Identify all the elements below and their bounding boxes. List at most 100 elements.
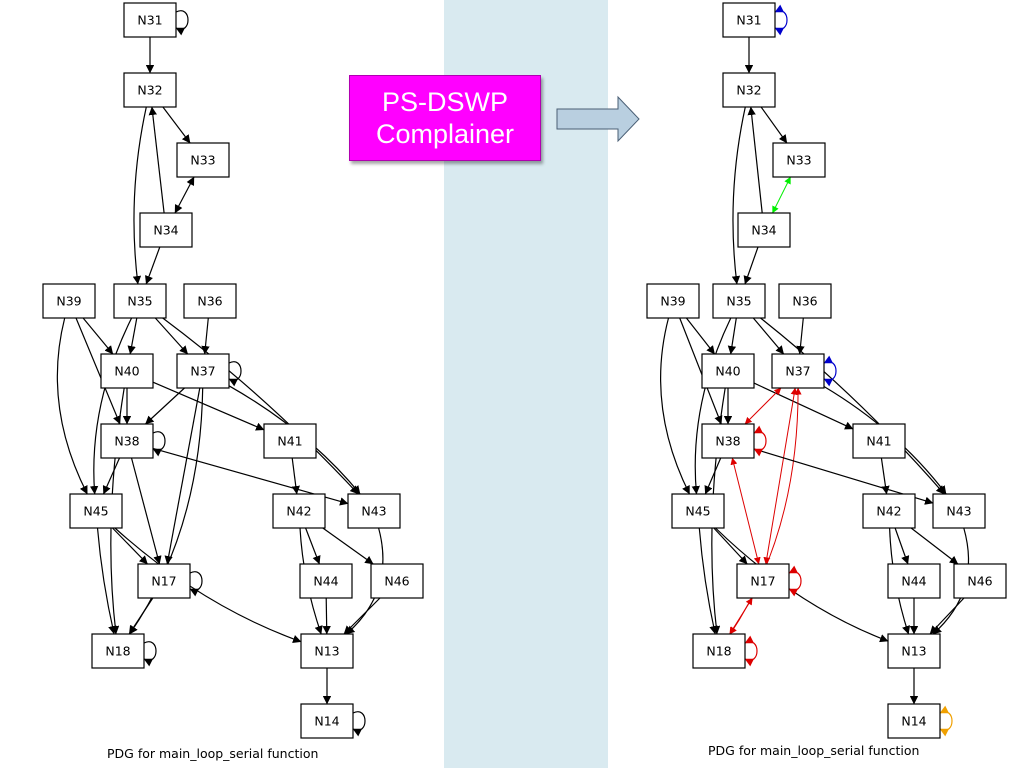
left-edge-n45-n18 <box>96 527 117 635</box>
left-node-n39: N39 <box>42 283 96 319</box>
left-edge-n42-n44 <box>305 527 321 565</box>
right-node-label-n31: N31 <box>736 13 761 28</box>
left-edge-n33-n34 <box>174 176 195 214</box>
right-edge-n35-n40 <box>727 317 737 355</box>
left-edge-n44-n13 <box>322 597 331 635</box>
left-node-label-n32: N32 <box>137 83 162 98</box>
left-edge-n46-n13 <box>343 597 381 635</box>
left-node-box-n44 <box>299 563 353 599</box>
right-node-box-n45 <box>671 493 725 529</box>
right-node-label-n14: N14 <box>901 714 926 729</box>
left-node-label-n44: N44 <box>313 574 338 589</box>
right-node-box-n36 <box>778 283 832 319</box>
right-node-box-n39 <box>646 283 700 319</box>
left-node-label-n46: N46 <box>384 574 409 589</box>
right-node-label-n45: N45 <box>685 504 710 519</box>
caption-right: PDG for main_loop_serial function <box>708 743 920 758</box>
left-edge-n40-n41 <box>152 381 265 431</box>
right-edge-n35-n43 <box>760 317 945 495</box>
right-node-label-n32: N32 <box>736 83 761 98</box>
left-edge-n37-n17 <box>164 387 201 565</box>
left-node-n46: N46 <box>370 563 424 599</box>
left-node-label-n18: N18 <box>105 644 130 659</box>
right-edge-n35-n37 <box>752 317 785 355</box>
right-edge-n39-n45 <box>660 317 691 495</box>
right-node-n33: N33 <box>772 142 826 178</box>
right-node-n42: N42 <box>862 493 916 529</box>
caption-left: PDG for main_loop_serial function <box>107 746 319 761</box>
right-node-label-n13: N13 <box>901 644 926 659</box>
left-edge-n37-n38 <box>145 387 185 425</box>
left-node-label-n14: N14 <box>314 714 339 729</box>
right-node-n36: N36 <box>778 283 832 319</box>
left-node-label-n42: N42 <box>286 504 311 519</box>
right-node-n35: N35 <box>712 283 766 319</box>
left-edge-n35-n45 <box>89 317 133 495</box>
left-node-label-n31: N31 <box>137 13 162 28</box>
left-edge-n35-n40 <box>127 317 138 355</box>
left-node-n17: N17 <box>137 563 191 599</box>
left-node-n31: N31 <box>123 2 177 38</box>
title-line-1: PS-DSWP <box>381 87 508 117</box>
left-node-box-n17 <box>137 563 191 599</box>
right-node-box-n17 <box>736 563 790 599</box>
right-node-box-n38 <box>701 423 755 459</box>
right-node-box-n37 <box>771 353 825 389</box>
right-self-loop-n37 <box>823 355 837 387</box>
right-edge-n37-n38 <box>744 387 782 425</box>
left-node-box-n40 <box>100 353 154 389</box>
left-node-label-n39: N39 <box>56 294 81 309</box>
left-node-label-n13: N13 <box>314 644 339 659</box>
left-edge-n45-n13 <box>114 527 302 643</box>
left-node-box-n38 <box>100 423 154 459</box>
left-node-n42: N42 <box>272 493 326 529</box>
right-edge-n42-n44 <box>894 527 910 565</box>
right-node-box-n31 <box>722 2 776 38</box>
right-edge-n41-n42 <box>880 457 890 495</box>
right-node-label-n39: N39 <box>660 294 685 309</box>
left-edge-n39-n45 <box>56 317 88 495</box>
right-node-label-n34: N34 <box>751 223 776 238</box>
left-edge-n34-n35 <box>145 246 161 285</box>
right-node-n18: N18 <box>692 633 746 669</box>
right-node-n34: N34 <box>737 212 791 248</box>
left-node-box-n33 <box>176 142 230 178</box>
right-node-n32: N32 <box>722 72 776 108</box>
right-node-box-n35 <box>712 283 766 319</box>
ps-dswp-complainer-box: PS-DSWP Complainer <box>349 75 541 161</box>
left-edge-n36-n37 <box>201 317 210 355</box>
left-node-box-n43 <box>347 493 401 529</box>
right-node-label-n38: N38 <box>715 434 740 449</box>
left-node-label-n33: N33 <box>190 153 215 168</box>
left-node-n34: N34 <box>139 212 193 248</box>
right-edge-n32-n35 <box>731 106 746 285</box>
right-node-label-n43: N43 <box>946 504 971 519</box>
right-node-box-n13 <box>887 633 941 669</box>
left-node-n41: N41 <box>263 423 317 459</box>
left-node-label-n34: N34 <box>153 223 178 238</box>
left-node-n37: N37 <box>176 353 230 389</box>
left-node-n18: N18 <box>91 633 145 669</box>
left-node-box-n39 <box>42 283 96 319</box>
right-node-n41: N41 <box>852 423 906 459</box>
left-edge-n38-n45 <box>102 457 121 495</box>
left-node-n35: N35 <box>113 283 167 319</box>
right-node-label-n17: N17 <box>750 574 775 589</box>
left-edge-n39-n38 <box>75 317 121 425</box>
right-edge-n39-n40 <box>685 317 716 355</box>
right-node-n31: N31 <box>722 2 776 38</box>
left-node-label-n45: N45 <box>83 504 108 519</box>
left-node-box-n13 <box>300 633 354 669</box>
left-node-box-n31 <box>123 2 177 38</box>
right-node-n45: N45 <box>671 493 725 529</box>
left-node-n14: N14 <box>300 703 354 739</box>
right-node-label-n37: N37 <box>785 364 810 379</box>
left-node-box-n18 <box>91 633 145 669</box>
right-self-loop-n31 <box>774 4 788 36</box>
right-node-box-n42 <box>862 493 916 529</box>
left-node-n43: N43 <box>347 493 401 529</box>
left-node-n13: N13 <box>300 633 354 669</box>
left-node-label-n43: N43 <box>361 504 386 519</box>
